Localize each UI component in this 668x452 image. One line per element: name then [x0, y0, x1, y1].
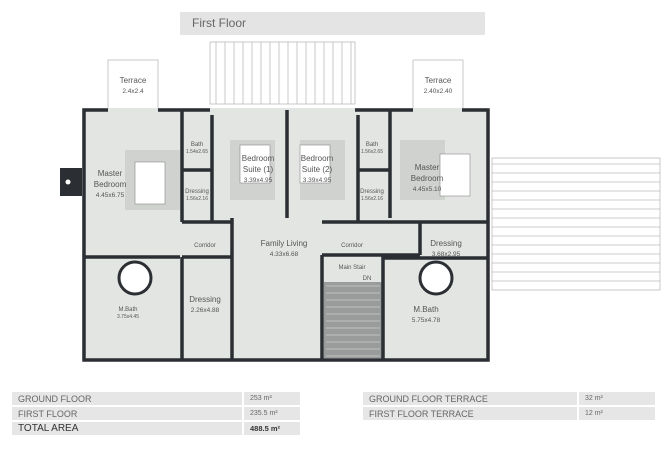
floor-title: First Floor [192, 16, 246, 30]
room-corridor-left: Corridor [194, 243, 216, 249]
area-value: 253 m² [244, 392, 300, 405]
room-main-stair: Main Stair [338, 265, 366, 271]
terrace-value: 12 m² [579, 407, 655, 420]
pergola-right [491, 157, 661, 291]
chimney [60, 168, 82, 196]
terrace-value: 32 m² [579, 392, 655, 405]
terrace-label: GROUND FLOOR TERRACE [363, 392, 577, 405]
floor-plan [60, 41, 661, 362]
terrace-label: FIRST FLOOR TERRACE [363, 407, 577, 420]
stair-down-label: DN [362, 276, 372, 282]
stair [324, 282, 382, 358]
area-label: TOTAL AREA [12, 422, 242, 435]
area-label: FIRST FLOOR [12, 407, 242, 420]
terrace-right-deck [412, 59, 464, 111]
round-tubs [117, 260, 454, 296]
walls [82, 108, 490, 362]
area-value: 488.5 m² [244, 422, 300, 435]
area-value: 235.5 m² [244, 407, 300, 420]
beds [134, 144, 471, 205]
pergola-top [209, 41, 356, 105]
room-corridor-right: Corridor [341, 243, 363, 249]
floor-title-bar: First Floor [180, 12, 485, 35]
area-label: GROUND FLOOR [12, 392, 242, 405]
terrace-left-deck [107, 59, 159, 111]
